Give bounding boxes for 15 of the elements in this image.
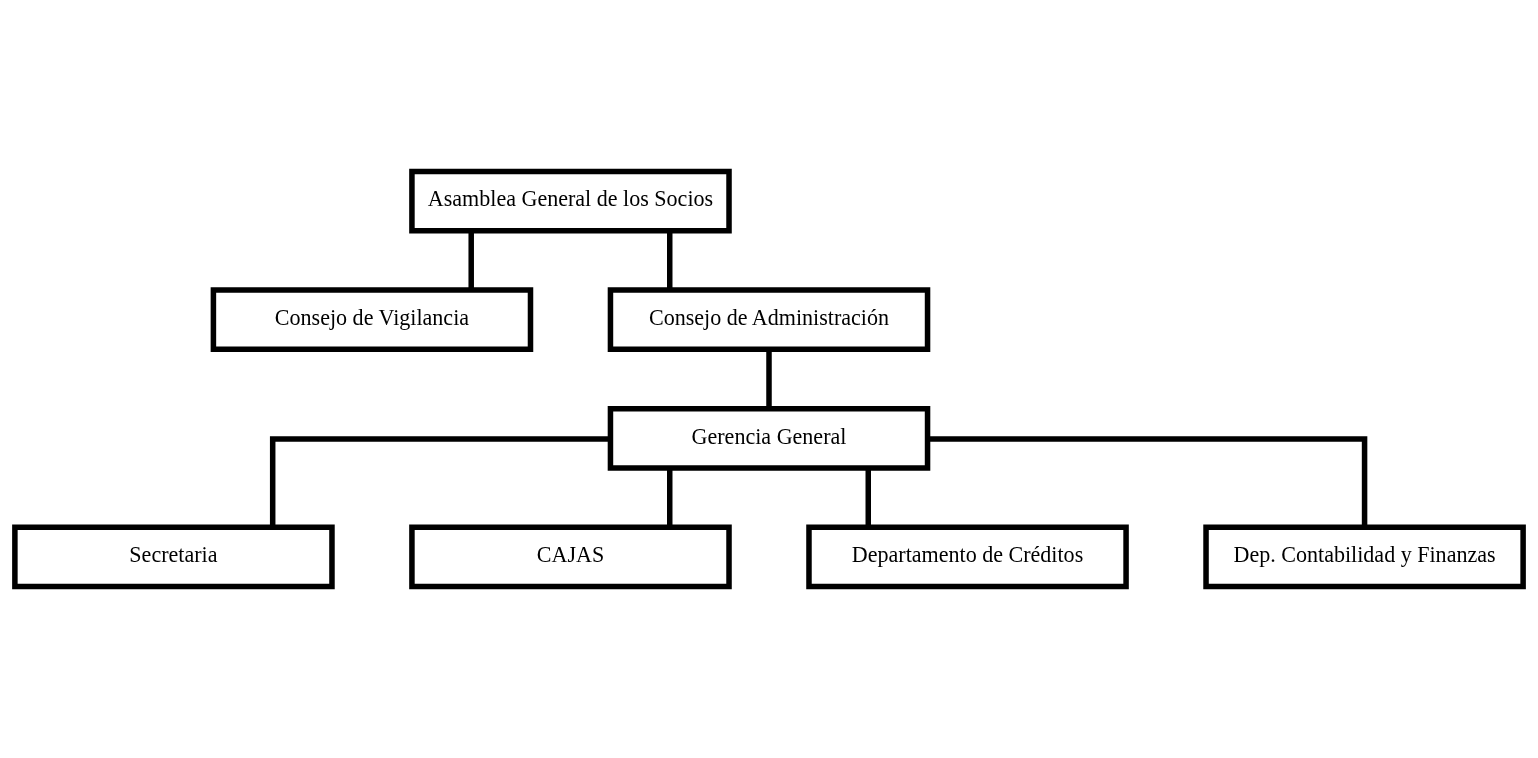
node-box: CAJAS [409, 524, 732, 590]
connector [269, 436, 610, 528]
node-box: Asamblea General de los Socios [409, 168, 732, 234]
connector [927, 436, 1368, 528]
node-box: Gerencia General [607, 405, 931, 471]
node-box: Secretaria [12, 524, 335, 590]
node-box: Dep. Contabilidad y Finanzas [1203, 524, 1526, 590]
connector [865, 468, 871, 527]
connector [667, 231, 673, 290]
node-box: Consejo de Vigilancia [210, 287, 534, 353]
connector [766, 349, 772, 409]
node-box: Departamento de Créditos [806, 524, 1129, 590]
connector [667, 468, 673, 527]
connector [468, 231, 474, 290]
node-box: Consejo de Administración [607, 287, 931, 353]
